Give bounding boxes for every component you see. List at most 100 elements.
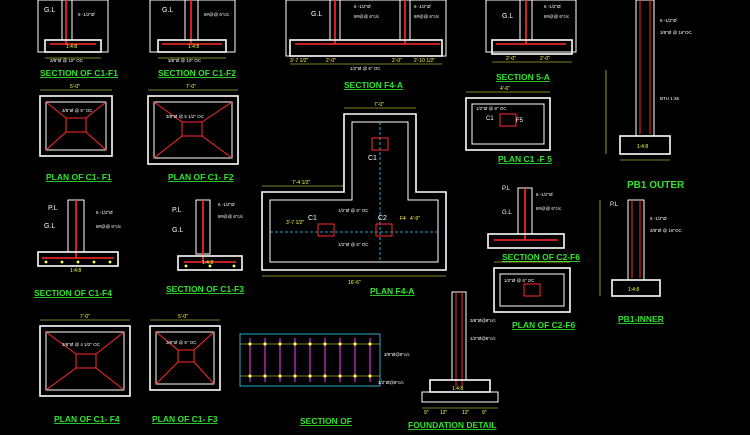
bar-note: 6 -1/2"Ø [536,192,553,197]
plan-c2-f6-title: PLAN OF C2-F6 [512,320,576,330]
section-c1-f3-title: SECTION OF C1-F3 [166,284,244,294]
dim-label: 12" [440,410,448,416]
bar-note: 1/2"Ø @ 8" OC [476,106,507,111]
plan-c1-f4: 7'-0" 3/8"Ø @ 4 1/2" OC PLAN OF C1- F4 [39,314,131,424]
pl-label: P.L [610,202,619,208]
gl-label: G.L [502,210,512,216]
mix-label: 1:4:8 [66,44,77,50]
section-c2-f6: P.L G.L 6 -1/2"Ø 8#@@ 6"c/c SECTION OF C… [487,186,580,262]
dim-label: 7'-0" [374,102,384,108]
rebar-dot [263,342,267,346]
gl-label: G.L [502,13,513,20]
dim-label: 9" [482,410,487,416]
foundation-detail-title: FOUNDATION DETAIL [408,420,496,430]
beam-stirrups [248,338,372,382]
bar-note: 8#@@ 6"c/c [544,14,570,19]
rebar-dot [278,374,282,378]
rebar-dot [308,374,312,378]
bar-note: 1/2"Ø @ 6" OC [338,242,369,247]
plan-f4a: 7'-0" 7'-4 1/2" 16'-6" 4'-9" 3'-7 1/2" C… [261,102,447,296]
dim-label: 7'-4 1/2" [292,180,311,186]
section-c1-f4-title: SECTION OF C1-F4 [34,288,112,298]
dim-label: 2'-0" [326,58,336,64]
rebar-dot [248,342,252,346]
bar-note: 6 -1/2"Ø [660,18,677,23]
dim-label: 5'-0" [178,314,188,320]
bar-note: 6 -1/2"Ø [544,4,561,9]
bar-note: 1/2"Ø @ 6" OC [338,208,369,213]
mix-label: 1:4:8 [628,287,639,293]
plan-c1-f3: 5'-0" 3/8"Ø @ 6" OC PLAN OF C1- F3 [149,314,221,424]
section-of-title: SECTION OF [300,416,352,426]
rebar-dot [368,374,372,378]
gl-label: G.L [44,7,55,14]
foundation-detail: 3/8"Ø@8"c/c 1/2"Ø@8"c/c 3/8"Ø@8"c/c 1/2"… [378,291,499,430]
section-f4a: G.L 6 -1/2"Ø 8#@@ 6"c/c 6 -1/2"Ø 8#@@ 6"… [285,0,447,90]
plan-c1-f1-title: PLAN OF C1- F1 [46,172,112,182]
bar-note: 8#@@ 6"c/c [204,12,230,17]
plan-c1-f2: 7'-0" 3/8"Ø @ 5 1/2" OC PLAN OF C1- F2 [147,84,239,182]
dim-label: 5'-0" [70,84,80,90]
section-of-beam: SECTION OF [239,333,381,426]
c1-label: C1 [308,215,317,222]
bar-note: 6 -1/2"Ø [414,4,431,9]
plinth-note: BTU 1:36 [660,96,680,101]
bar-note: 3/8"Ø @ 6" OC [62,108,93,113]
bar-note: 1/2"Ø @ 6" OC [504,278,535,283]
bar-note: 1/2"Ø @ 6" OC [350,66,381,71]
rebar-dot [323,342,327,346]
dim-label: 12" [462,410,470,416]
pb1-inner-title: PB1-INNER [618,314,664,324]
rebar-dot [293,342,297,346]
gl-label: G.L [44,223,55,230]
rebar-dot [353,342,357,346]
f4-label: F4 [400,216,406,222]
section-5a-title: SECTION 5-A [496,72,550,82]
section-c2-f6-title: SECTION OF C2-F6 [502,252,580,262]
bar-note: 6 -1/2"Ø [78,12,95,17]
plan-c2-f6: 1/2"Ø @ 6" OC PLAN OF C2-F6 [493,261,576,330]
bar-note: 3/8"Ø @ 4 1/2" OC [62,342,101,347]
dim-label: 2'-0" [540,56,550,62]
bar-note: 8#@@ 6"c/c [414,14,440,19]
plan-c1-f2-title: PLAN OF C1- F2 [168,172,234,182]
section-5a: G.L 6 -1/2"Ø 8#@@ 6"c/c 2'-0" 2'-0" SECT… [485,0,577,82]
pb1-outer: 6 -1/2"Ø 3/8"Ø @ 16"OC BTU 1:36 1:4:8 PB… [605,0,693,191]
pl-label: P.L [502,186,511,192]
bar-note: 6 -1/2"Ø [96,210,113,215]
c2-label: C2 [378,215,387,222]
bar-note: 3/8"Ø @ 16"OC [660,30,693,35]
dim-label: 2'-0" [506,56,516,62]
dim-label: 2'-0" [392,58,402,64]
stirrup-note: 1/2"Ø@8"c/c [378,380,405,385]
rebar-dot [353,374,357,378]
pb1-inner: P.L 6 -1/2"Ø 3/8"Ø @ 16"OC 1:4:8 PB1-INN… [599,199,683,324]
bar-note: 8#@@ 6"c/c [96,224,122,229]
c1-label: C1 [368,155,377,162]
rebar-dot [368,342,372,346]
pl-label: P.L [172,207,182,214]
dim-label: 16'-6" [348,280,361,286]
section-c1-f2: G.L 1:4:8 8#@@ 6"c/c 3/8"Ø @ 10" OC SECT… [149,0,236,78]
bar-note: 8#@@ 6"c/c [536,206,562,211]
bar-note: 3/8"Ø @ 10" OC [168,58,202,63]
bar-note: 8#@@ 6"c/c [218,214,244,219]
section-c1-f1: G.L 1:4:8 6 -1/2"Ø 3/8"Ø @ 10" OC SECTIO… [37,0,118,78]
rebar-dot [278,342,282,346]
c1-label: C1 [486,116,494,122]
rebar-dot [338,342,342,346]
dim-label: 9" [424,410,429,416]
dim-label: 2'-10 1/2" [414,58,435,64]
bar-note: 6 -1/2"Ø [218,202,235,207]
rebar-dot [248,374,252,378]
dim-label: 3'-7 1/2" [290,58,309,64]
dim-label: 7'-0" [186,84,196,90]
section-c1-f4: P.L G.L 6 -1/2"Ø 8#@@ 6"c/c 1:4:8 SECTIO… [34,199,122,298]
dim-label: 3'-7 1/2" [286,220,305,226]
gl-label: G.L [162,7,173,14]
dim-label: 7'-0" [80,314,90,320]
mix-label: 1:4:8 [70,268,81,274]
section-c1-f2-title: SECTION OF C1-F2 [158,68,236,78]
